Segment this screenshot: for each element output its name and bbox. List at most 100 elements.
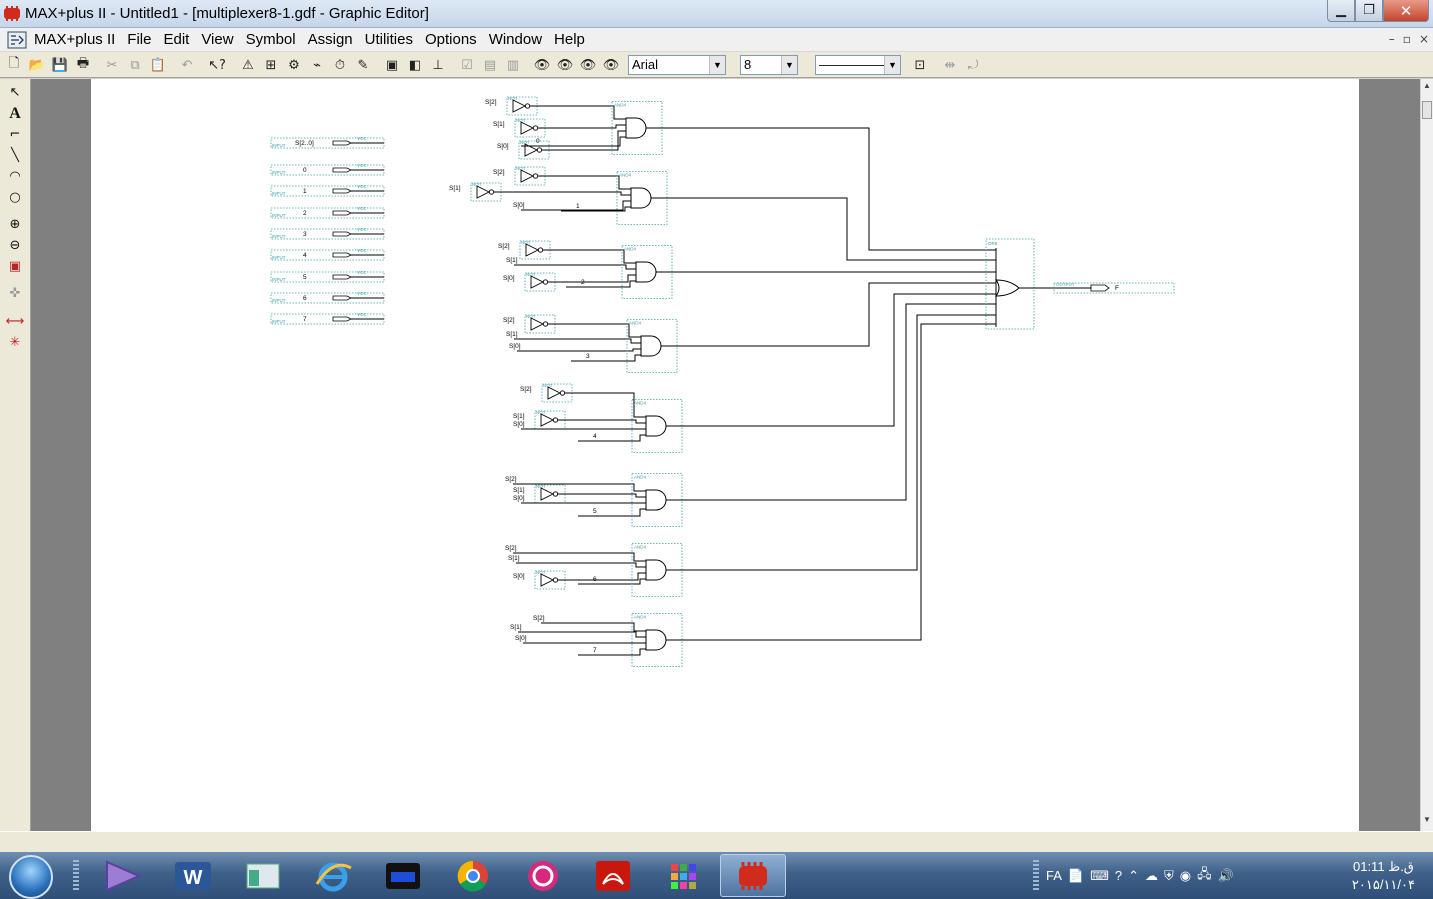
timing-icon[interactable]: ⏱ (334, 57, 346, 73)
menu-bar: MAX+plus II File Edit View Symbol Assign… (0, 28, 1433, 52)
symbol-icon[interactable]: ◧ (408, 57, 422, 73)
eye-da-icon[interactable]: 👁 (556, 57, 574, 73)
network-icon[interactable]: 🖧 (1197, 865, 1212, 881)
shield-icon[interactable]: ⛨ (1164, 867, 1174, 883)
save-check-icon[interactable]: ▤ (483, 57, 497, 73)
line-style-select[interactable]: ————— ▼ (815, 55, 901, 75)
font-name-value: Arial (632, 57, 659, 72)
menu-assign[interactable]: Assign (307, 31, 353, 48)
data-input-label: 3 (586, 353, 590, 360)
scroll-down-arrow-icon[interactable]: ▼ (1423, 815, 1431, 824)
zoom-in-icon[interactable]: ⊕ (9, 217, 21, 232)
task-apps-grid[interactable] (650, 854, 716, 897)
compile-icon[interactable]: ⚙ (288, 57, 300, 73)
menu-utilities[interactable]: Utilities (364, 31, 413, 48)
not-gate-symbol (540, 487, 555, 501)
and-to-or-wire (666, 314, 996, 571)
task-visual-studio[interactable] (90, 854, 156, 897)
or-gate-box (985, 238, 1035, 330)
open-folder-icon[interactable]: 📂 (28, 57, 46, 73)
select-arrow-icon[interactable]: ↖ (9, 85, 21, 100)
task-explorer-window[interactable] (230, 854, 296, 897)
flip-horizontal-icon[interactable]: ⇹ (944, 57, 956, 73)
save-compile-icon[interactable]: ▥ (506, 57, 520, 73)
taskbar-tray-grip[interactable] (1033, 860, 1039, 892)
document-icon[interactable] (7, 31, 27, 49)
vertical-scrollbar[interactable]: ▲ ▼ (1420, 79, 1433, 831)
start-button[interactable] (9, 855, 53, 899)
windows-taskbar: W FA 📄 ⌨ ? ⌃ ☁ ⛨ ◉ 🖧 🔊 (0, 852, 1433, 899)
menu-file[interactable]: File (127, 31, 152, 48)
taskbar-clock[interactable]: 01:11 ق.ظ ۲۰۱۵/۱۱/۰۴ (1352, 858, 1415, 894)
mdi-close-button[interactable]: × (1418, 32, 1429, 46)
cut-icon[interactable]: ✂ (106, 57, 118, 73)
tree-icon[interactable]: ⊥ (432, 57, 444, 73)
mdi-restore-button[interactable]: ▫ (1402, 32, 1411, 46)
arc-tool-icon[interactable]: ◠ (9, 169, 21, 184)
inverter-bubble (532, 125, 539, 131)
project-icon[interactable]: ▣ (385, 57, 399, 73)
connect-icon[interactable]: ⟷ (5, 314, 25, 329)
menu-options[interactable]: Options (424, 31, 477, 48)
undo-icon[interactable]: ↶ (181, 57, 193, 73)
eye-blue-icon[interactable]: 👁 (579, 57, 597, 73)
menu-maxplus[interactable]: MAX+plus II (34, 31, 116, 48)
program-icon[interactable]: ✎ (357, 57, 369, 73)
task-word[interactable]: W (160, 854, 226, 897)
paste-icon[interactable]: 📋 (149, 57, 167, 73)
menu-window[interactable]: Window (488, 31, 543, 48)
new-file-icon[interactable]: 🗋 (8, 56, 20, 71)
text-tool-icon[interactable]: A (9, 104, 21, 122)
diagonal-line-icon[interactable]: ╲ (11, 148, 19, 163)
menu-symbol[interactable]: Symbol (245, 31, 296, 48)
menu-edit[interactable]: Edit (163, 31, 190, 48)
font-name-select[interactable]: Arial ▼ (628, 55, 726, 75)
warning-icon[interactable]: ⚠ (242, 57, 254, 73)
task-chrome[interactable] (440, 854, 506, 897)
symbol-tag: INPUT (272, 170, 286, 175)
simulate-icon[interactable]: ⌁ (313, 57, 321, 73)
zoom-out-icon[interactable]: ⊖ (9, 238, 21, 253)
save-icon[interactable]: 💾 (51, 57, 69, 73)
task-internet-explorer[interactable] (300, 854, 366, 897)
menu-view[interactable]: View (201, 31, 234, 48)
internet-explorer-icon (315, 862, 352, 891)
circle-tool-icon[interactable]: ○ (9, 190, 21, 205)
eye-red-icon[interactable]: 👁 (602, 57, 620, 73)
mdi-minimize-button[interactable]: – (1388, 32, 1395, 46)
pdf-tray-icon[interactable]: 📄 (1067, 867, 1085, 883)
rubberband-icon[interactable]: ⊡ (914, 57, 926, 73)
hierarchy-icon[interactable]: ⊞ (265, 57, 277, 73)
fit-page-icon[interactable]: ▣ (8, 259, 22, 274)
task-acrobat[interactable] (580, 854, 646, 897)
rotate-icon[interactable]: ⤾ (967, 57, 979, 73)
antivirus-tray-icon[interactable]: ◉ (1179, 867, 1192, 883)
close-button[interactable]: ✕ (1383, 0, 1429, 22)
task-media[interactable] (370, 854, 436, 897)
check-icon[interactable]: ☑ (461, 57, 473, 73)
menu-help[interactable]: Help (554, 31, 585, 48)
volume-icon[interactable]: 🔊 (1217, 867, 1234, 883)
snap-grid-icon[interactable]: ✜ (9, 286, 21, 301)
help-tray-icon[interactable]: ? (1114, 868, 1123, 883)
scroll-up-arrow-icon[interactable]: ▲ (1423, 81, 1431, 90)
restore-button[interactable]: ❐ (1355, 0, 1383, 22)
language-indicator[interactable]: FA (1046, 868, 1062, 883)
keyboard-icon[interactable]: ⌨ (1090, 867, 1109, 883)
font-size-select[interactable]: 8 ▼ (740, 55, 798, 75)
scroll-thumb[interactable] (1422, 101, 1432, 119)
copy-icon[interactable]: ⧉ (130, 57, 140, 73)
help-pointer-icon[interactable]: ↖? (208, 57, 226, 73)
orthogonal-line-icon[interactable]: ⌐ (9, 127, 21, 142)
tray-expand-icon[interactable]: ⌃ (1128, 867, 1139, 883)
disconnect-icon[interactable]: ✳ (9, 335, 21, 350)
eye-icon[interactable]: 👁 (533, 57, 551, 73)
task-winamp[interactable] (510, 854, 576, 897)
print-icon[interactable]: 🖶 (76, 56, 90, 71)
minimize-button[interactable]: ▁ (1327, 0, 1355, 22)
taskbar-grip[interactable] (73, 860, 79, 892)
task-maxplus[interactable] (720, 854, 786, 897)
ghost-tray-icon[interactable]: ☁ (1145, 867, 1158, 883)
